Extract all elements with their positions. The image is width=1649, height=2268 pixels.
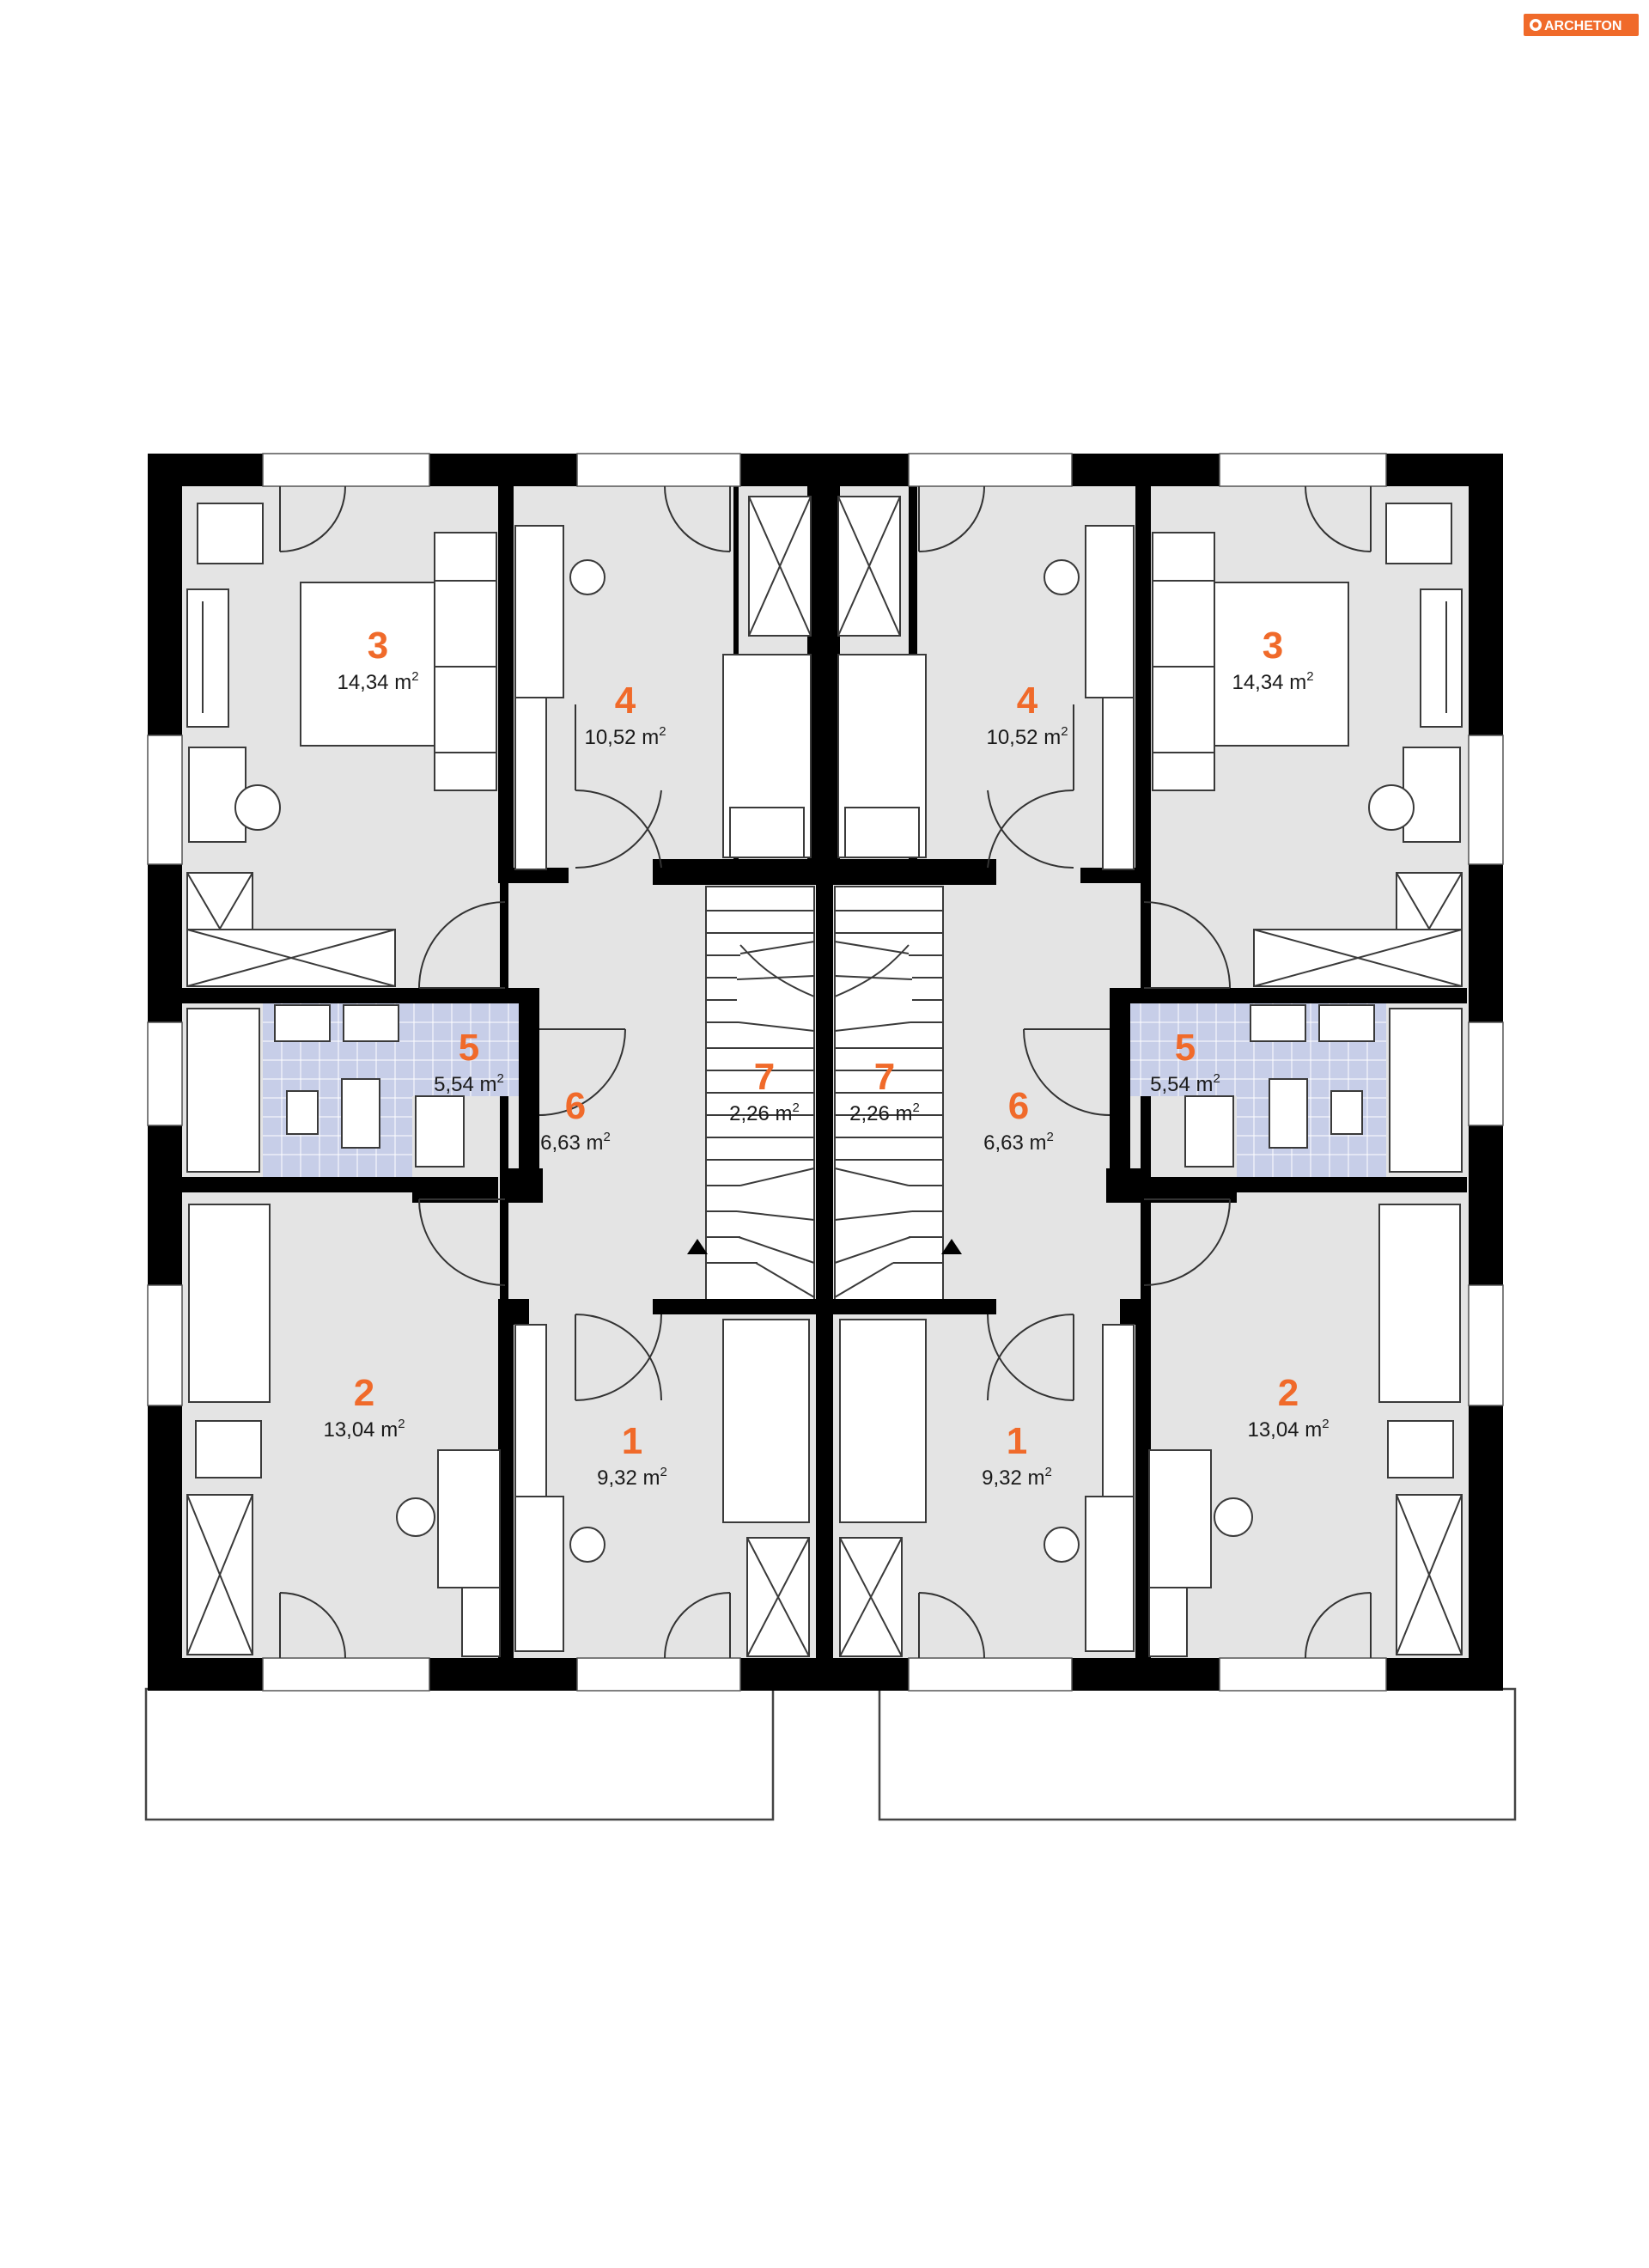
room-label-r-5: 55,54 m2	[1150, 1027, 1220, 1096]
room-number: 3	[1263, 625, 1283, 667]
room-number: 2	[354, 1372, 374, 1414]
room-area: 2,26 m2	[849, 1100, 920, 1125]
room-label-l-1: 1 9,32 m2	[597, 1420, 667, 1490]
unit-superscript: 2	[1306, 669, 1313, 684]
unit-superscript: 2	[398, 1417, 405, 1431]
room-label-r-6: 6 6,63 m2	[983, 1085, 1054, 1155]
furniture-left	[186, 496, 812, 1657]
room-number: 7	[874, 1056, 895, 1098]
furniture-right	[837, 496, 1463, 1657]
room-label-r-2: 213,04 m2	[1247, 1372, 1329, 1442]
room-number: 1	[1007, 1420, 1027, 1462]
door-swings	[279, 485, 1372, 1659]
unit-superscript: 2	[1061, 724, 1068, 739]
room-area: 2,26 m2	[729, 1100, 800, 1125]
room-area: 5,54 m2	[1150, 1071, 1220, 1096]
room-area: 14,34 m2	[1232, 669, 1313, 694]
bathroom-left-tiles-lower	[263, 1096, 412, 1177]
unit-superscript: 2	[1214, 1071, 1220, 1086]
svg-text:ARCHETON: ARCHETON	[1544, 19, 1622, 34]
room-label-r-7: 72,26 m2	[849, 1056, 920, 1125]
room-area: 6,63 m2	[540, 1130, 611, 1155]
unit-superscript: 2	[1047, 1130, 1054, 1144]
room-label-l-5: 55,54 m2	[434, 1027, 504, 1096]
windows	[147, 453, 1504, 1692]
room-area: 10,52 m2	[584, 724, 666, 749]
unit-superscript: 2	[604, 1130, 611, 1144]
stair-treads	[706, 910, 943, 1298]
room-label-r-4: 410,52 m2	[986, 680, 1068, 749]
stair-arrows	[687, 1239, 962, 1254]
room-label-l-7: 72,26 m2	[729, 1056, 800, 1125]
room-area: 6,63 m2	[983, 1130, 1054, 1155]
room-area: 9,32 m2	[982, 1465, 1052, 1490]
room-area: 10,52 m2	[986, 724, 1068, 749]
room-label-l-3: 314,34 m2	[337, 625, 418, 694]
balcony-right	[878, 1687, 1517, 1821]
room-number: 7	[754, 1056, 775, 1098]
room-number: 4	[615, 680, 636, 722]
room-number: 5	[459, 1027, 479, 1069]
room-label-l-2: 213,04 m2	[323, 1372, 405, 1442]
unit-superscript: 2	[793, 1100, 800, 1115]
unit-superscript: 2	[913, 1100, 920, 1115]
unit-superscript: 2	[497, 1071, 504, 1086]
room-label-l-4: 410,52 m2	[584, 680, 666, 749]
room-area: 13,04 m2	[1247, 1417, 1329, 1442]
room-label-r-3: 314,34 m2	[1232, 625, 1313, 694]
room-number: 3	[368, 625, 388, 667]
unit-superscript: 2	[411, 669, 418, 684]
room-number: 6	[565, 1085, 586, 1127]
room-number: 5	[1175, 1027, 1196, 1069]
room-area: 9,32 m2	[597, 1465, 667, 1490]
room-label-l-6: 6 6,63 m2	[540, 1085, 611, 1155]
room-number: 2	[1278, 1372, 1299, 1414]
unit-superscript: 2	[659, 724, 666, 739]
room-label-r-1: 1 9,32 m2	[982, 1420, 1052, 1490]
balcony-left	[144, 1687, 775, 1821]
room-area: 5,54 m2	[434, 1071, 504, 1096]
room-number: 4	[1017, 680, 1038, 722]
room-number: 6	[1008, 1085, 1029, 1127]
room-number: 1	[622, 1420, 642, 1462]
bathroom-right-tiles-lower	[1237, 1096, 1386, 1177]
unit-superscript: 2	[1322, 1417, 1329, 1431]
room-area: 13,04 m2	[323, 1417, 405, 1442]
room-area: 14,34 m2	[337, 669, 418, 694]
interior-walls	[182, 454, 1467, 1691]
unit-superscript: 2	[660, 1465, 667, 1479]
unit-superscript: 2	[1045, 1465, 1052, 1479]
archeton-logo: ARCHETON	[1524, 14, 1639, 36]
